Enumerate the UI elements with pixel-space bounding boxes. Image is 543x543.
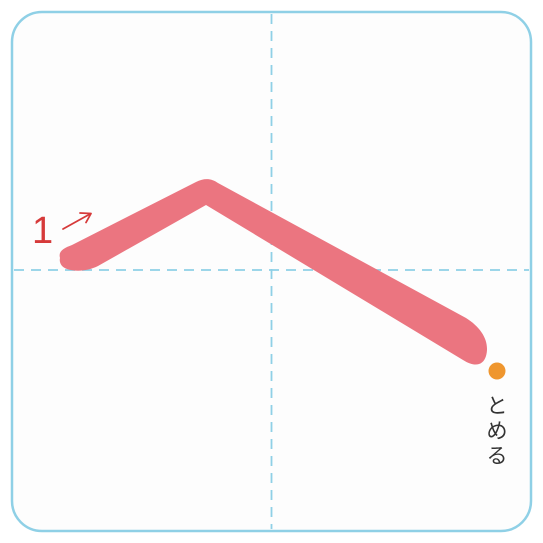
stroke-end-label: とめる xyxy=(486,394,508,468)
arrow-icon xyxy=(62,212,92,230)
brush-stroke xyxy=(59,179,488,365)
stroke-end-dot-icon xyxy=(488,362,506,380)
stroke-order-number: 1 xyxy=(32,210,54,252)
